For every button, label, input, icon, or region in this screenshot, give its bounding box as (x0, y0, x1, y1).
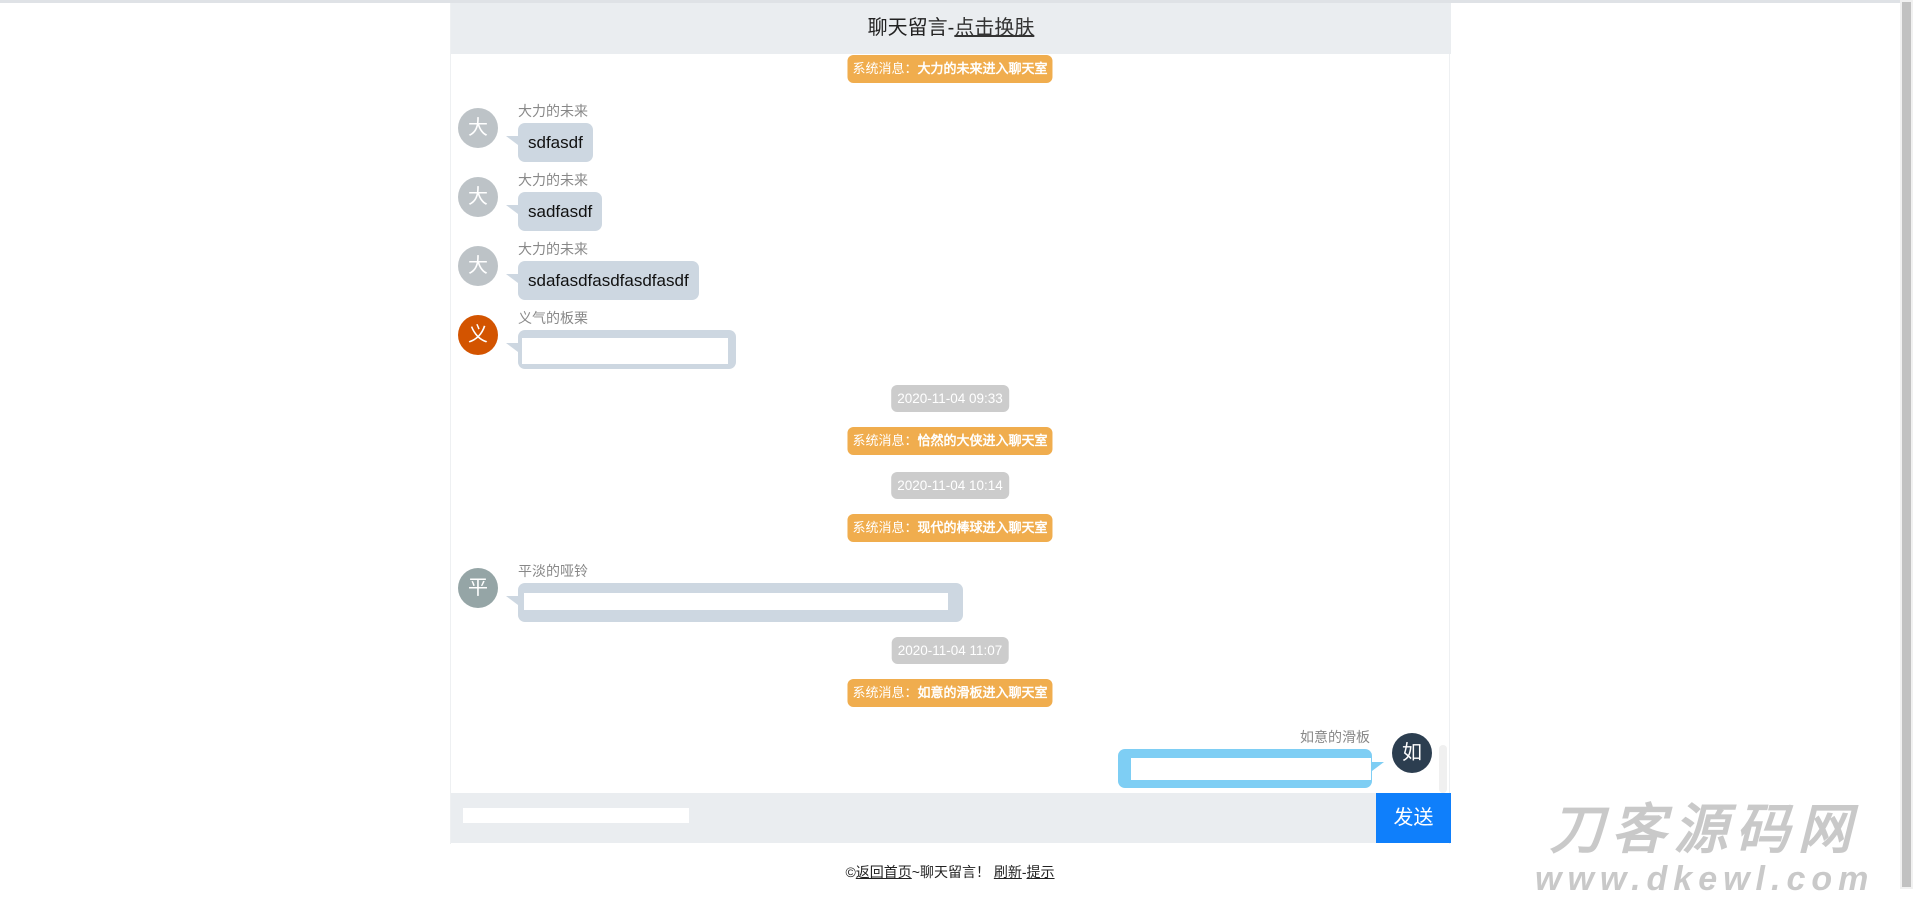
footer: ©返回首页~聊天留言！ 刷新-提示 (0, 862, 1900, 882)
system-prefix: 系统消息： (852, 685, 918, 700)
message-bubble (506, 330, 736, 369)
system-prefix: 系统消息： (852, 61, 918, 76)
message-username: 如意的滑板 (1300, 729, 1370, 745)
redacted-input-text (463, 808, 689, 823)
scrollbar-thumb[interactable] (1902, 2, 1911, 887)
chat-header: 聊天留言-点击换肤 (451, 3, 1451, 54)
change-skin-link[interactable]: 点击换肤 (954, 17, 1035, 39)
avatar: 大 (458, 177, 498, 217)
timestamp: 2020-11-04 10:14 (891, 472, 1009, 499)
timestamp: 2020-11-04 09:33 (891, 385, 1009, 412)
redacted-content (522, 338, 728, 364)
avatar: 如 (1392, 733, 1432, 773)
system-suffix: 进入聊天室 (982, 433, 1048, 448)
avatar: 平 (458, 568, 498, 608)
message-list-scrollbar[interactable] (1439, 745, 1447, 793)
system-prefix: 系统消息： (852, 433, 918, 448)
avatar: 大 (458, 246, 498, 286)
page-title: 聊天留言- (867, 17, 955, 39)
system-suffix: 进入聊天室 (982, 520, 1048, 535)
message-bubble: sdfasdf (506, 123, 593, 162)
message-input-area[interactable] (451, 793, 1376, 843)
home-link[interactable]: 返回首页 (855, 864, 912, 880)
message-username: 大力的未来 (518, 103, 588, 119)
tips-link[interactable]: 提示 (1026, 864, 1055, 880)
avatar: 义 (458, 315, 498, 355)
refresh-link[interactable]: 刷新 (993, 864, 1022, 880)
timestamp: 2020-11-04 11:07 (891, 637, 1009, 664)
redacted-content (524, 593, 948, 610)
system-message: 系统消息：如意的滑板进入聊天室 (847, 679, 1053, 707)
watermark-cn: 刀客源码网 (1549, 800, 1860, 860)
redacted-content (1131, 758, 1371, 780)
footer-text: ~聊天留言！ (911, 864, 990, 880)
message-bubble (506, 583, 963, 622)
system-message: 系统消息：大力的未来进入聊天室 (847, 55, 1053, 83)
message-username: 义气的板栗 (518, 310, 588, 326)
message-username: 大力的未来 (518, 241, 588, 257)
message-bubble: sadfasdf (505, 192, 603, 231)
page-scrollbar[interactable] (1900, 0, 1913, 889)
message-bubble (1118, 749, 1384, 788)
message-username: 大力的未来 (518, 172, 588, 188)
system-message: 系统消息：现代的棒球进入聊天室 (847, 514, 1053, 542)
system-user: 大力的未来 (917, 61, 983, 76)
system-user: 恰然的大侠 (917, 433, 983, 448)
copyright: © (845, 864, 856, 880)
system-suffix: 进入聊天室 (982, 61, 1048, 76)
send-button[interactable]: 发送 (1376, 793, 1451, 843)
message-username: 平淡的哑铃 (518, 563, 588, 579)
top-border (0, 0, 1913, 3)
watermark-url: www.dkewl.com (1535, 860, 1875, 898)
system-suffix: 进入聊天室 (982, 685, 1048, 700)
system-user: 如意的滑板 (917, 685, 983, 700)
chat-window: 聊天留言-点击换肤 系统消息：大力的未来进入聊天室 大 大力的未来 sdfasd… (450, 3, 1451, 844)
message-bubble: sdafasdfasdfasdfasdf (506, 261, 699, 300)
system-prefix: 系统消息： (852, 520, 918, 535)
footer-sep: - (1021, 864, 1027, 880)
system-message: 系统消息：恰然的大侠进入聊天室 (847, 427, 1053, 455)
avatar: 大 (458, 108, 498, 148)
system-user: 现代的棒球 (917, 520, 983, 535)
